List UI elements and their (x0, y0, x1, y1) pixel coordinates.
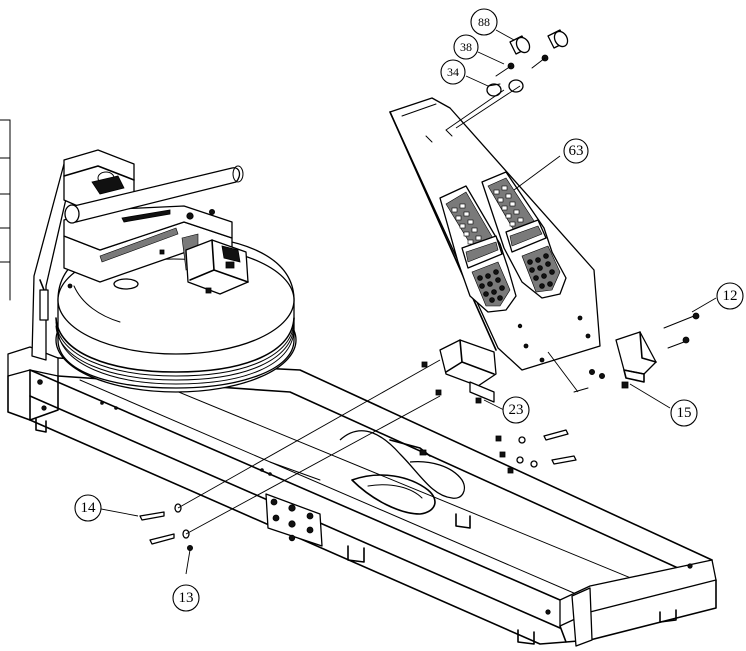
callout-38-label: 38 (460, 40, 472, 54)
bracket-15 (615, 331, 657, 389)
screws-12 (573, 312, 700, 393)
top-housing (63, 149, 249, 295)
center-rail-plate (265, 493, 323, 547)
callout-14-label: 14 (81, 500, 97, 516)
callout-34-label: 34 (447, 65, 459, 79)
callout-15: 15 (670, 399, 698, 427)
callout-23: 23 (502, 396, 530, 424)
footplate-assembly (389, 97, 601, 371)
callout-34: 34 (440, 59, 466, 85)
top-small-parts (486, 29, 569, 97)
rail-fasteners (495, 429, 577, 474)
bolts-14-13 (139, 503, 193, 552)
callout-14: 14 (74, 494, 102, 522)
callout-88-label: 88 (478, 15, 490, 29)
callout-63: 63 (563, 138, 589, 164)
rail-frame (7, 346, 717, 647)
callout-12-label: 12 (723, 288, 738, 304)
callout-38: 38 (453, 34, 479, 60)
seat-track (339, 430, 466, 515)
callout-13: 13 (172, 584, 200, 612)
callout-63-label: 63 (569, 143, 584, 159)
page-edge-marks (0, 119, 11, 301)
callout-15-label: 15 (677, 405, 692, 421)
callout-13-label: 13 (179, 590, 194, 606)
callout-23-label: 23 (509, 402, 524, 418)
left-foot-pad (439, 185, 517, 313)
leader-lines (95, 29, 717, 575)
callout-12: 12 (716, 282, 744, 310)
callout-88: 88 (470, 8, 498, 36)
bracket-23 (421, 339, 497, 404)
right-foot-pad (481, 171, 567, 299)
arm-vents (99, 209, 199, 271)
